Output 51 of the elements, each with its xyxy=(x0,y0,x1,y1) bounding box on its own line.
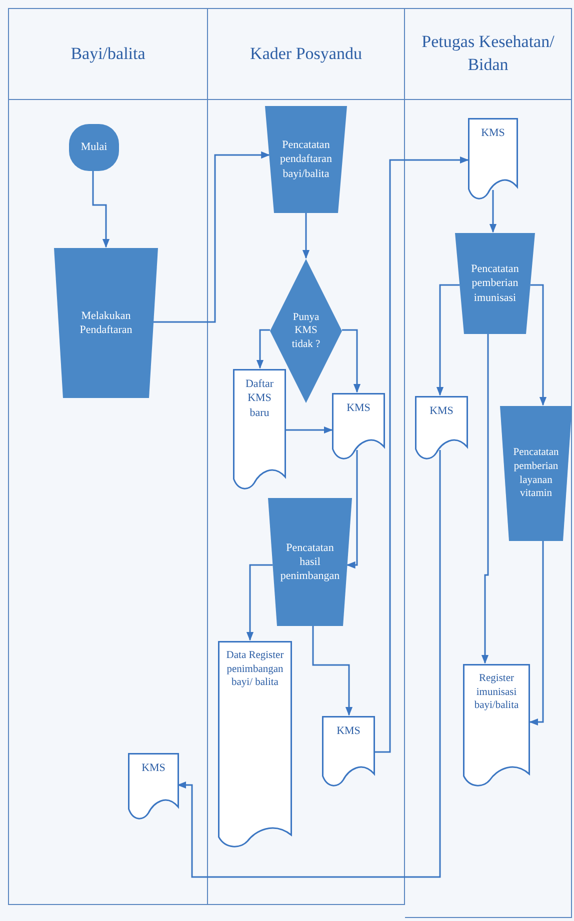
connector-arrow xyxy=(177,450,441,878)
node-label: Data Register penimbangan bayi/ balita xyxy=(225,649,285,690)
node-label: Mulai xyxy=(80,140,108,155)
node-label: Punya KMS tidak ? xyxy=(290,310,322,352)
lane-header: Kader Posyandu xyxy=(250,42,362,65)
manual-operation-shape xyxy=(268,498,352,626)
connector-arrow xyxy=(92,170,110,248)
connector-arrow xyxy=(481,333,489,664)
node-label: KMS xyxy=(481,126,505,140)
node-label: Pencatatan pemberian imunisasi xyxy=(470,262,520,305)
node-label: Pencatatan pendaftaran bayi/balita xyxy=(279,138,333,181)
lane-header: Bayi/balita xyxy=(70,42,146,65)
connector-arrow xyxy=(346,450,358,569)
node-label: KMS xyxy=(142,761,166,776)
connector-arrow xyxy=(302,212,310,259)
swimlane xyxy=(208,8,405,905)
document-shape xyxy=(322,716,375,788)
connector-arrow xyxy=(256,329,270,369)
manual-operation-shape xyxy=(54,248,158,398)
connector-arrow xyxy=(286,426,333,434)
connector-arrow xyxy=(246,564,273,641)
manual-operation-shape xyxy=(265,106,347,213)
swimlane xyxy=(405,8,572,918)
connector-arrow xyxy=(436,284,460,396)
connector-arrow xyxy=(342,329,361,393)
node-label: KMS xyxy=(346,401,370,416)
start-terminator xyxy=(69,124,119,171)
document-shape xyxy=(415,396,468,461)
connector-arrow xyxy=(312,625,353,716)
connector-arrow xyxy=(530,284,547,406)
manual-operation-shape xyxy=(455,233,535,334)
swimlane xyxy=(8,8,208,905)
node-label: KMS xyxy=(336,724,360,738)
node-label: Pencatatan pemberian layanan vitamin xyxy=(512,446,560,501)
node-label: KMS xyxy=(430,404,454,418)
document-shape xyxy=(218,641,292,849)
document-shape xyxy=(332,393,385,461)
document-shape xyxy=(128,753,179,821)
document-shape xyxy=(468,118,518,201)
node-label: Register imunisasi bayi/balita xyxy=(473,672,520,713)
connector-arrow xyxy=(375,156,469,753)
document-shape xyxy=(463,664,530,788)
manual-operation-shape xyxy=(500,406,572,541)
node-label: Melakukan Pendaftaran xyxy=(78,308,134,338)
document-shape xyxy=(233,369,286,491)
connector-arrow xyxy=(489,190,497,233)
lane-header: Petugas Kesehatan/ Bidan xyxy=(420,31,556,76)
node-label: Pencatatan hasil penimbangan xyxy=(280,540,340,584)
node-label: Daftar KMS baru xyxy=(244,377,275,420)
connector-arrow xyxy=(152,151,270,323)
connector-arrow xyxy=(529,540,544,726)
